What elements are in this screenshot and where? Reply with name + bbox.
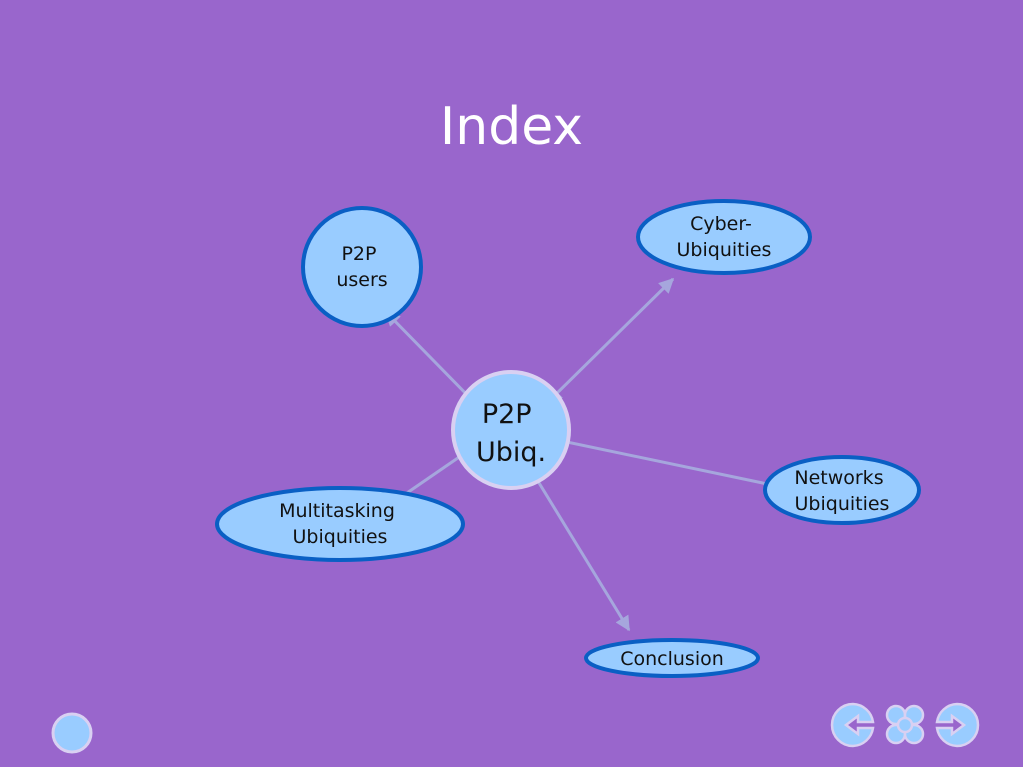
forward-arrow-icon [935,702,980,748]
node-conclusion-line-1: Conclusion [620,648,724,670]
node-center-line-2: Ubiq. [476,437,546,468]
menu-button[interactable] [880,698,930,752]
node-center-p2p-ubiq[interactable]: P2P Ubiq. [451,370,571,490]
svg-text:Multitasking Ubiquities: Multitasking Ubiquities [279,500,401,548]
connectors [384,277,798,632]
node-networks-ubiquities[interactable]: Networks Ubiquities [763,455,921,525]
svg-text:Networks Ubiquities: Networks Ubiquities [794,467,889,515]
node-p2p-users[interactable]: P2P users [301,206,423,328]
svg-text:Cyber- Ubiquities: Cyber- Ubiquities [677,213,772,261]
node-cyber-line-1: Cyber- [690,213,752,235]
svg-text:P2P users: P2P users [336,243,387,291]
node-cyber-line-2: Ubiquities [677,239,772,261]
circle-icon [51,712,93,754]
connector-cyber [546,277,675,404]
node-cyber-ubiquities[interactable]: Cyber- Ubiquities [636,199,812,275]
node-conclusion[interactable]: Conclusion [584,638,760,678]
node-multitasking-ubiquities[interactable]: Multitasking Ubiquities [215,486,465,562]
previous-slide-button[interactable] [828,698,878,752]
node-p2p-users-line-2: users [336,269,387,291]
next-slide-button[interactable] [932,698,982,752]
node-multitasking-line-1: Multitasking [279,500,395,522]
svg-text:P2P Ubiq.: P2P Ubiq. [476,399,546,468]
node-multitasking-line-2: Ubiquities [293,526,388,548]
connector-users [384,310,478,406]
svg-text:Conclusion: Conclusion [620,648,724,670]
home-button[interactable] [48,710,96,758]
node-center-line-1: P2P [482,399,532,430]
node-p2p-users-line-1: P2P [341,243,376,265]
node-networks-line-1: Networks [794,467,883,489]
back-arrow-icon [830,702,875,748]
slide-title: Index [439,97,584,157]
clover-icon [885,704,925,745]
node-networks-line-2: Ubiquities [795,493,890,515]
